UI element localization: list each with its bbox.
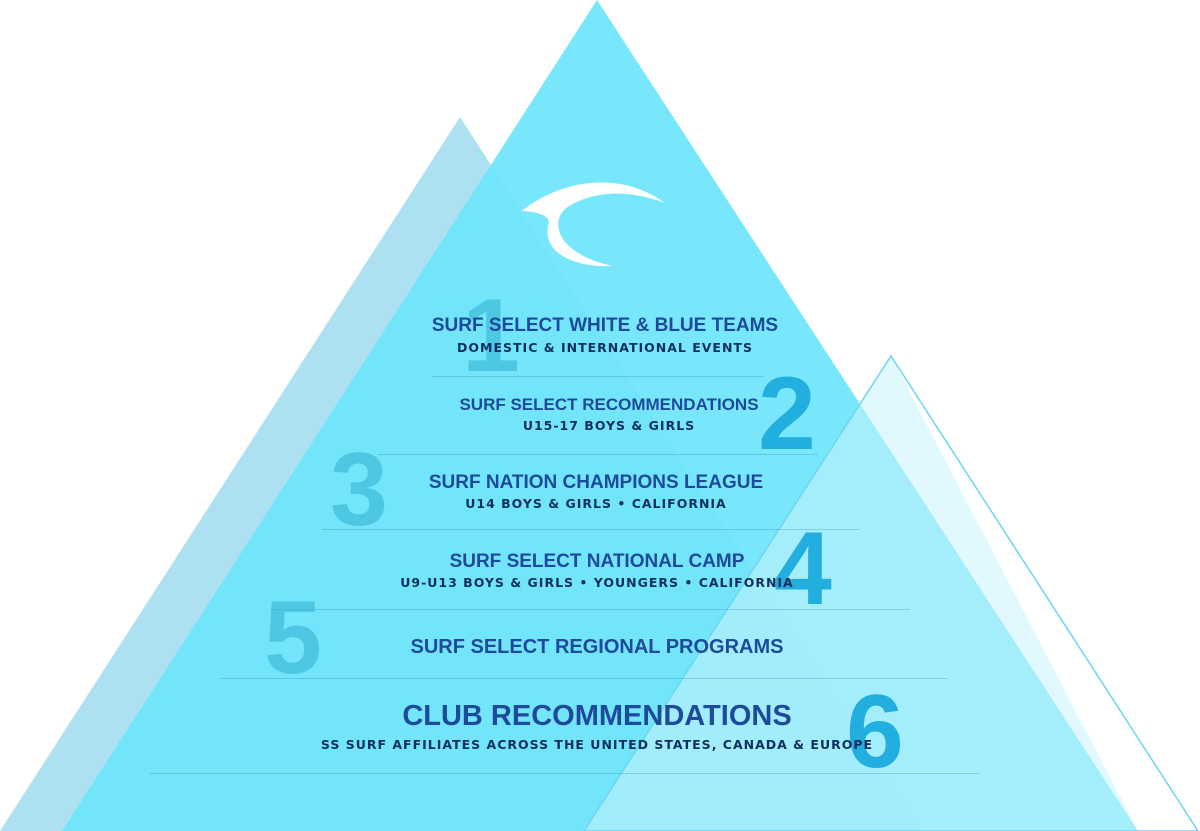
tier-3-divider (322, 529, 860, 530)
tier-6-divider (150, 773, 980, 774)
tier-1-title: SURF SELECT WHITE & BLUE TEAMS (431, 315, 779, 336)
tier-5-divider (220, 678, 948, 679)
tier-6-subtitle: SS SURF AFFILIATES ACROSS THE UNITED STA… (320, 737, 874, 752)
tier-1-number: 1 (462, 278, 520, 394)
tier-4-divider (270, 609, 910, 610)
tier-4-subtitle: U9-U13 BOYS & GIRLS • YOUNGERS • CALIFOR… (400, 575, 794, 590)
tier-2-title: SURF SELECT RECOMMENDATIONS (459, 395, 759, 414)
tier-6-number: 6 (846, 674, 904, 790)
tier-2-subtitle: U15-17 BOYS & GIRLS (522, 418, 696, 433)
tier-1-subtitle: DOMESTIC & INTERNATIONAL EVENTS (457, 340, 753, 355)
right-peak-fill (584, 356, 1138, 831)
tier-2-number: 2 (758, 356, 816, 472)
tier-4-number: 4 (774, 511, 832, 627)
tier-3-title: SURF NATION CHAMPIONS LEAGUE (428, 472, 764, 493)
tier-3-number: 3 (330, 432, 388, 548)
tier-2-divider (378, 454, 818, 455)
tier-3-subtitle: U14 BOYS & GIRLS • CALIFORNIA (465, 496, 727, 511)
tier-6-title: CLUB RECOMMENDATIONS (402, 700, 792, 732)
right-peak-outline (583, 354, 1199, 831)
tier-4-title: SURF SELECT NATIONAL CAMP (449, 551, 745, 572)
tier-5-title: SURF SELECT REGIONAL PROGRAMS (410, 636, 784, 658)
tier-5-number: 5 (264, 580, 322, 696)
wave-swoosh-icon (522, 182, 665, 267)
tier-1-divider (432, 376, 764, 377)
